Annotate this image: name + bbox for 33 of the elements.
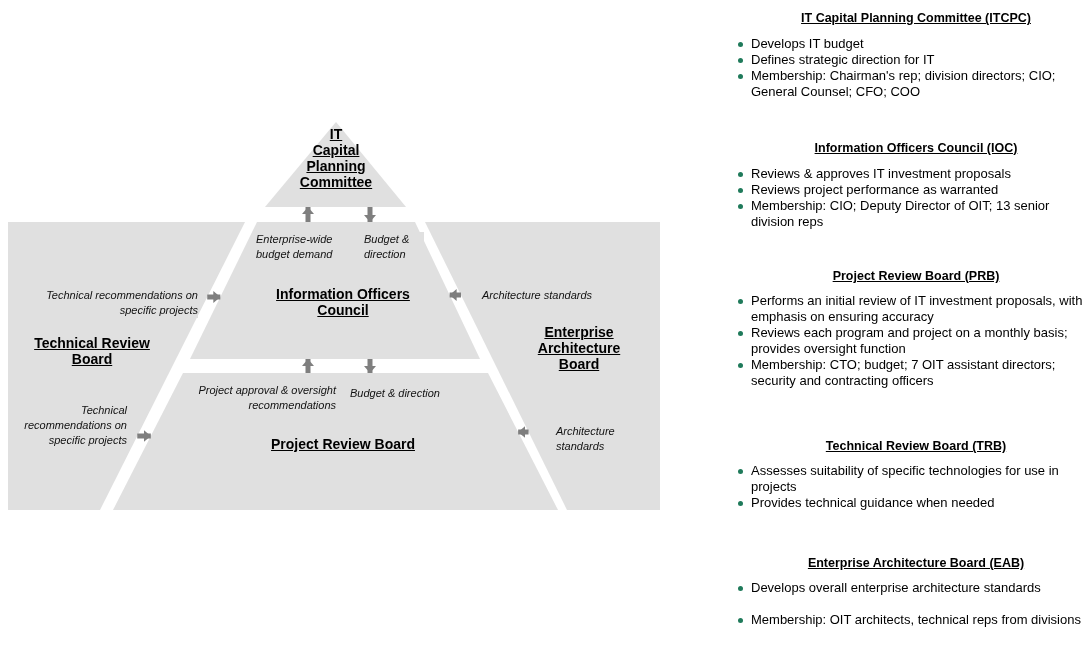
bullet-text: Performs an initial review of IT investment proposals, with emphasis on ensuring accuracy xyxy=(751,293,1084,325)
bullet-text: Membership: CTO; budget; 7 OIT assistant directors; security and contracting officers xyxy=(751,357,1057,389)
board-title: Technical Review Board xyxy=(33,335,151,367)
section-heading: IT Capital Planning Committee (ITCPC) xyxy=(800,10,1032,26)
bullet-text: Reviews project performance as warranted xyxy=(751,182,1000,198)
bullet-text: Provides technical guidance when needed xyxy=(751,495,996,511)
bullet-text: Defines strategic direction for IT xyxy=(751,52,936,68)
arrow xyxy=(302,359,314,373)
bullet-text: Membership: OIT architects, technical reps from divisions xyxy=(751,612,1082,628)
board-title: Enterprise Architecture Board xyxy=(536,324,622,372)
arrow xyxy=(364,359,376,373)
arrow xyxy=(449,289,461,301)
board-title: IT Capital Planning Committee xyxy=(298,126,374,190)
arrow xyxy=(137,430,151,442)
section-heading: Information Officers Council (IOC) xyxy=(813,140,1019,156)
arrow xyxy=(207,291,221,303)
arrow xyxy=(518,426,529,438)
bullet-text: Membership: CIO; Deputy Director of OIT; 13 senior division reps xyxy=(751,198,1051,230)
bullet-text: Membership: Chairman's rep; division directors; CIO; General Counsel; CFO; COO xyxy=(751,68,1057,100)
arrow xyxy=(364,207,376,222)
bullet-text: Assesses suitability of specific technologies for use in projects xyxy=(751,463,1060,495)
arrow xyxy=(302,207,314,222)
section-heading: Enterprise Architecture Board (EAB) xyxy=(806,555,1026,571)
edge-label: Technical recommendations on specific projects xyxy=(46,288,198,318)
bullet-text: Reviews each program and project on a monthly basis; provides oversight function xyxy=(751,325,1069,357)
board-title: Project Review Board xyxy=(270,436,416,452)
bullet-text: Develops IT budget xyxy=(751,36,865,52)
section-heading: Project Review Board (PRB) xyxy=(831,268,1001,284)
board-title: Information Officers Council xyxy=(275,286,411,318)
section-heading: Technical Review Board (TRB) xyxy=(824,438,1008,454)
bullet-text: Develops overall enterprise architecture standards xyxy=(751,580,1042,596)
edge-label: Technical recommendations on specific projects xyxy=(24,403,127,448)
bullet-text: Reviews & approves IT investment proposals xyxy=(751,166,1012,182)
